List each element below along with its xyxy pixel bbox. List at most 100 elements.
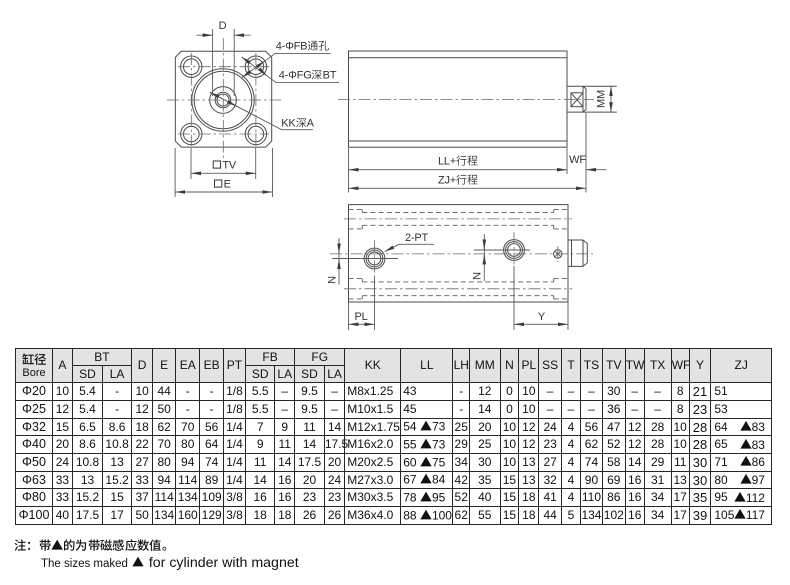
table-cell: 13 bbox=[71, 470, 104, 490]
table-cell: 86 bbox=[601, 488, 626, 508]
table-cell: 20 bbox=[469, 417, 501, 437]
column-header-y: Y bbox=[688, 347, 712, 384]
table-cell: M30x3.5 bbox=[344, 488, 402, 508]
column-header-ea: EA bbox=[175, 347, 201, 384]
table-cell: 9 bbox=[244, 435, 276, 455]
table-cell: 12 bbox=[52, 400, 73, 419]
table-cell: 78 95 bbox=[400, 488, 454, 508]
table-cell: 33 bbox=[52, 488, 73, 508]
table-cell: 14 bbox=[244, 470, 276, 490]
table-cell: 5 bbox=[560, 506, 582, 525]
table-cell: 13 bbox=[518, 470, 540, 490]
table-cell: 70 bbox=[152, 435, 177, 455]
table-cell: 134 bbox=[580, 506, 603, 525]
table-cell: – bbox=[643, 382, 672, 402]
table-cell: 17 bbox=[102, 506, 132, 525]
table-cell: 23 bbox=[323, 488, 346, 508]
front-view-drawing bbox=[167, 29, 339, 197]
table-cell: 45 bbox=[400, 400, 454, 419]
table-cell: 88 100 bbox=[400, 506, 454, 525]
table-cell: 3/8 bbox=[222, 506, 246, 525]
table-cell: 18 bbox=[274, 506, 296, 525]
table-cell-zj: 51 bbox=[710, 382, 772, 402]
table-cell: - bbox=[102, 382, 132, 402]
note-en-suffix: for cylinder with magnet bbox=[148, 555, 299, 571]
column-header-eb: EB bbox=[199, 347, 224, 384]
table-cell: – bbox=[580, 400, 603, 419]
table-cell: M27x3.0 bbox=[344, 470, 402, 490]
table-cell: 23 bbox=[688, 400, 712, 419]
port-leader-label: 2-PT bbox=[404, 231, 429, 244]
column-header-n: N bbox=[499, 347, 520, 384]
bore-cell: Φ50 bbox=[15, 453, 53, 472]
table-cell: 34 bbox=[643, 488, 672, 508]
table-cell: - bbox=[452, 400, 471, 419]
table-cell: 14 bbox=[469, 400, 501, 419]
table-cell: – bbox=[538, 400, 562, 419]
table-cell: M16x2.0 bbox=[344, 435, 402, 455]
technical-drawing-lines bbox=[167, 29, 617, 330]
table-cell: 15 bbox=[499, 506, 520, 525]
dim-pl-label: PL bbox=[354, 311, 368, 324]
table-cell: 29 bbox=[452, 435, 471, 455]
table-cell: 34 bbox=[452, 453, 471, 472]
table-cell: 23 bbox=[538, 435, 562, 455]
table-cell: 3/8 bbox=[222, 488, 246, 508]
table-cell: 23 bbox=[294, 488, 325, 508]
table-cell: 15.2 bbox=[102, 470, 132, 490]
table-cell: 74 bbox=[580, 453, 603, 472]
table-cell: 80 bbox=[175, 435, 201, 455]
table-cell: 16 bbox=[624, 470, 645, 490]
table-cell: 0 bbox=[499, 382, 520, 402]
zj-value: 64 bbox=[714, 419, 728, 434]
zj-value: 105 bbox=[714, 507, 735, 522]
bore-cell: Φ20 bbox=[15, 382, 53, 402]
table-cell: - bbox=[102, 400, 132, 419]
table-cell: 27 bbox=[130, 453, 154, 472]
table-cell: 11 bbox=[244, 453, 276, 472]
table-cell: – bbox=[560, 400, 582, 419]
bore-cell: Φ100 bbox=[15, 506, 53, 525]
table-cell: 56 bbox=[199, 417, 224, 437]
table-cell: 10.8 bbox=[71, 453, 104, 472]
zj-value: 51 bbox=[714, 384, 728, 399]
zj-value: 71 bbox=[714, 454, 728, 469]
column-header-fb-sd: SD bbox=[244, 365, 276, 384]
table-cell: 11 bbox=[294, 417, 325, 437]
table-cell: 10 bbox=[670, 417, 690, 437]
table-cell: 20 bbox=[294, 470, 325, 490]
bore-header-cn bbox=[16, 352, 52, 367]
table-cell: 52 bbox=[452, 488, 471, 508]
table-cell: 62 bbox=[152, 417, 177, 437]
table-cell: – bbox=[323, 382, 346, 402]
table-cell: 67 84 bbox=[400, 470, 454, 490]
table-cell: 62 bbox=[580, 435, 603, 455]
table-cell: 36 bbox=[601, 400, 626, 419]
column-header-t: T bbox=[560, 347, 582, 384]
dim-n-right-label: N bbox=[471, 271, 483, 280]
table-cell: 4 bbox=[560, 417, 582, 437]
dim-y-label: Y bbox=[537, 311, 546, 324]
zj-value: 53 bbox=[714, 401, 728, 416]
table-cell: 8 bbox=[670, 382, 690, 402]
table-cell: 14 bbox=[274, 453, 296, 472]
table-cell: 10.8 bbox=[102, 435, 132, 455]
table-cell: 10 bbox=[518, 382, 540, 402]
zj-value: 65 bbox=[714, 437, 728, 452]
table-cell: 12 bbox=[130, 400, 154, 419]
column-header-a: A bbox=[52, 347, 73, 384]
table-cell: 20 bbox=[52, 435, 73, 455]
zj-magnet-value: 112 bbox=[734, 491, 765, 505]
table-cell: 15 bbox=[499, 488, 520, 508]
column-group-bt: BT bbox=[71, 347, 132, 367]
table-cell: 74 bbox=[199, 453, 224, 472]
table-cell: 14 bbox=[294, 435, 325, 455]
table-cell: 9.5 bbox=[294, 382, 325, 402]
